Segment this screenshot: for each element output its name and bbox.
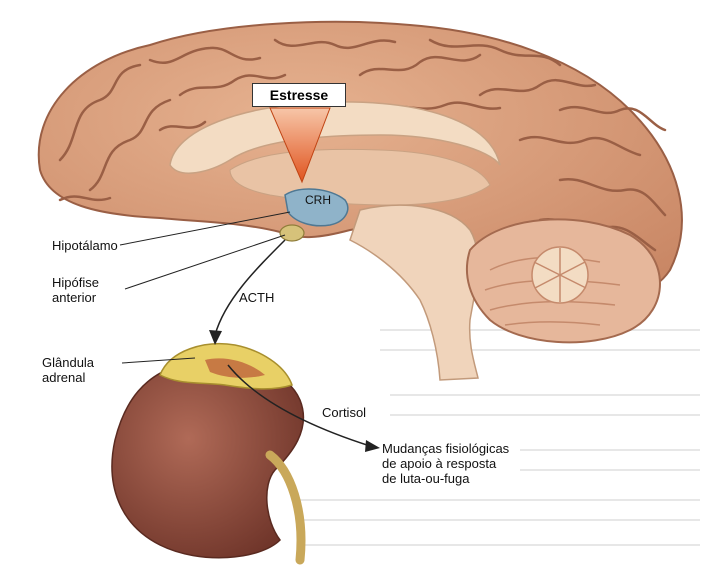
cerebellum [467,219,660,342]
hypothalamus-label: Hipotálamo [52,238,118,253]
brainstem [350,205,478,380]
pituitary-label: Hipófise anterior [52,275,99,305]
adrenal-label: Glândula adrenal [42,355,94,385]
background-text-lines [300,330,700,545]
acth-label: ACTH [239,290,274,305]
kidney [112,359,303,560]
physiological-changes-label: Mudanças fisiológicas de apoio à respost… [382,441,509,486]
crh-label: CRH [305,193,331,208]
cortisol-label: Cortisol [322,405,366,420]
stress-label: Estresse [252,83,346,107]
leader-lines [120,212,290,363]
pituitary-gland [280,225,304,241]
